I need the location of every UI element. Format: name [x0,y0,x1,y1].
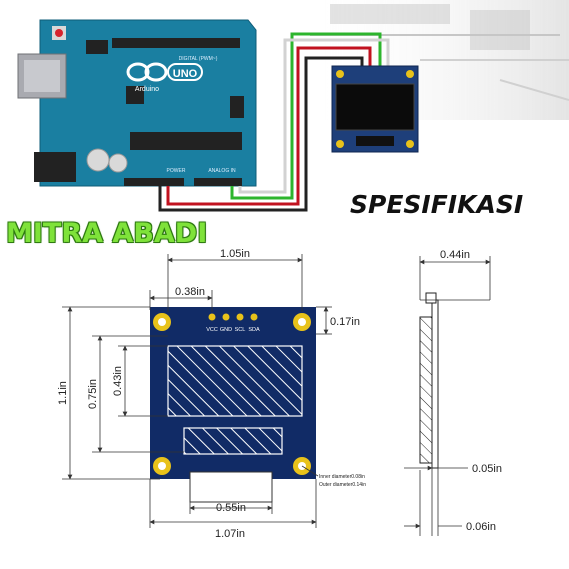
dim-bottom-tab: 0.55in [216,502,246,514]
arduino-logo: UNO Arduino [126,62,203,93]
dim-height-display: 0.43in [112,366,124,396]
analog-label: ANALOG IN [208,168,236,174]
display-ribbon-area [183,427,283,455]
dim-width-total: 1.07in [215,528,245,540]
arduino-brand-label: Arduino [135,86,159,93]
digital-header-label: DIGITAL (PWM~) [179,56,218,62]
analog-header [194,178,242,186]
oled-side-drawing [419,292,439,469]
dim-pcb-thickness: 0.05in [472,463,502,475]
front-dimensions [62,254,332,528]
mounting-hole [153,457,171,475]
hole-note-inner: Inner diameter0.08in [319,474,365,480]
spec-title: SPESIFIKASI [350,190,524,219]
pin-label-vcc: VCC [206,327,218,333]
pin-pad [208,313,216,321]
arduino-uno-board: UNO Arduino DIGITAL (PWM~) POWER ANALOG … [17,19,257,187]
dim-width-top: 1.05in [220,248,250,260]
pin-label-gnd: GND [220,327,232,333]
wire-white [238,38,390,194]
pin-pad [250,313,258,321]
side-dimensions [404,256,491,536]
pin-pad [236,313,244,321]
dim-glass-thickness: 0.06in [466,521,496,533]
hole-note-outer: Outer diameter0.14in [319,482,366,488]
dim-pin-height: 0.17in [330,316,360,328]
wire-red [166,46,372,206]
wire-black [158,56,364,212]
pin-pad [222,313,230,321]
dim-height-inner: 0.75in [87,379,99,409]
capacitor [86,148,110,172]
power-jack [34,152,76,182]
side-dimension-labels: 0.44in 0.05in 0.06in [440,249,502,533]
power-label: POWER [167,168,186,174]
mounting-hole [293,313,311,331]
oled-module-photo [331,65,419,153]
brand-watermark: MITRA ABADI [6,218,208,249]
mounting-hole [153,313,171,331]
connection-wires [158,32,390,212]
display-area [167,345,303,417]
side-header-pin [425,292,437,304]
pin-label-scl: SCL [235,327,246,333]
dim-thickness: 0.44in [440,249,470,261]
capacitor [108,153,128,173]
atmega-chip [130,132,242,150]
side-pcb [419,316,433,464]
power-header [124,178,184,186]
dim-height-total: 1.1in [57,381,69,405]
oled-screen [335,83,415,131]
side-glass [431,299,439,469]
dim-pin-offset: 0.38in [175,286,205,298]
front-dimension-labels: 1.05in 0.38in 0.17in 1.1in 0.75in 0.43in… [57,248,366,540]
oled-front-drawing: VCC GND SCL SDA [150,307,316,503]
digital-header [112,38,240,48]
pin-label-sda: SDA [248,327,260,333]
arduino-uno-label: UNO [173,68,198,80]
